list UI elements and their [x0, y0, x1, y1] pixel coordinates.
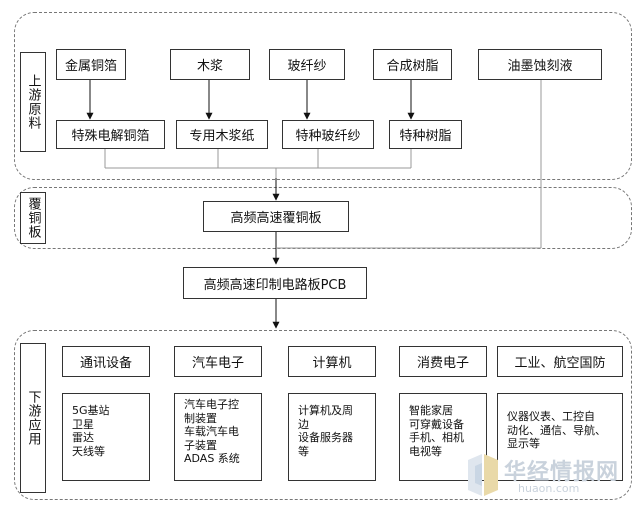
list-item: 车载汽车电 [184, 425, 239, 438]
list-item: 雷达 [72, 431, 94, 444]
processed-special-copper-foil: 特殊电解铜箔 [56, 120, 165, 149]
list-item: 卫星 [72, 417, 94, 431]
list-item: 制装置 [184, 411, 217, 425]
ccl-side-label: 覆铜板 [20, 192, 46, 244]
processed-special-glass-fiber: 特种玻纤纱 [282, 120, 374, 149]
list-item: 边 [298, 417, 309, 431]
material-copper-foil: 金属铜箔 [56, 49, 126, 80]
list-item: 显示等 [507, 437, 540, 450]
downstream-side-label: 下游应用 [20, 343, 46, 493]
list-item: 智能家居 [409, 404, 453, 417]
processed-special-resin: 特种树脂 [389, 120, 462, 149]
category-consumer-electronics: 消费电子 [399, 346, 487, 377]
material-glass-fiber-yarn: 玻纤纱 [269, 49, 345, 80]
detail-communication: 5G基站 卫星 雷达 天线等 [62, 393, 150, 481]
category-industrial-aerospace: 工业、航空国防 [497, 346, 623, 377]
upstream-section [14, 12, 632, 180]
list-item: 设备服务器 [298, 431, 353, 444]
detail-computer: 计算机及周 边 设备服务器 等 [288, 393, 376, 481]
list-item: 计算机及周 [298, 404, 353, 417]
detail-industrial-aerospace: 仪器仪表、工控自 动化、通信、导航、 显示等 [497, 393, 623, 481]
processed-special-pulp-paper: 专用木浆纸 [176, 120, 268, 149]
watermark: 华经情报网 huaon.com [466, 452, 631, 498]
pcb-product-box: 高频高速印制电路板PCB [183, 267, 367, 299]
list-item: 等 [298, 444, 309, 458]
list-item: 仪器仪表、工控自 [507, 410, 595, 423]
material-ink-etchant: 油墨蚀刻液 [478, 49, 602, 80]
list-item: 汽车电子控 [184, 398, 239, 411]
downstream-section [14, 330, 632, 500]
watermark-url: huaon.com [518, 482, 580, 495]
upstream-side-label: 上游原料 [20, 52, 46, 152]
material-wood-pulp: 木浆 [170, 49, 250, 80]
ccl-product-box: 高频高速覆铜板 [203, 201, 349, 232]
ccl-section [14, 187, 632, 249]
detail-auto-electronics: 汽车电子控 制装置 车载汽车电 子装置 ADAS 系统 [174, 393, 262, 481]
list-item: 子装置 [184, 438, 217, 452]
category-communication: 通讯设备 [62, 346, 150, 377]
list-item: 5G基站 [72, 404, 110, 417]
list-item: 动化、通信、导航、 [507, 423, 606, 437]
list-item: 手机、相机 [409, 431, 464, 444]
list-item: ADAS 系统 [184, 452, 240, 465]
category-computer: 计算机 [288, 346, 376, 377]
category-auto-electronics: 汽车电子 [174, 346, 262, 377]
list-item: 天线等 [72, 444, 105, 458]
watermark-logo-icon [468, 454, 498, 496]
list-item: 电视等 [409, 444, 442, 458]
list-item: 可穿戴设备 [409, 417, 464, 431]
material-synthetic-resin: 合成树脂 [373, 49, 452, 80]
watermark-text: 华经情报网 [504, 460, 620, 485]
